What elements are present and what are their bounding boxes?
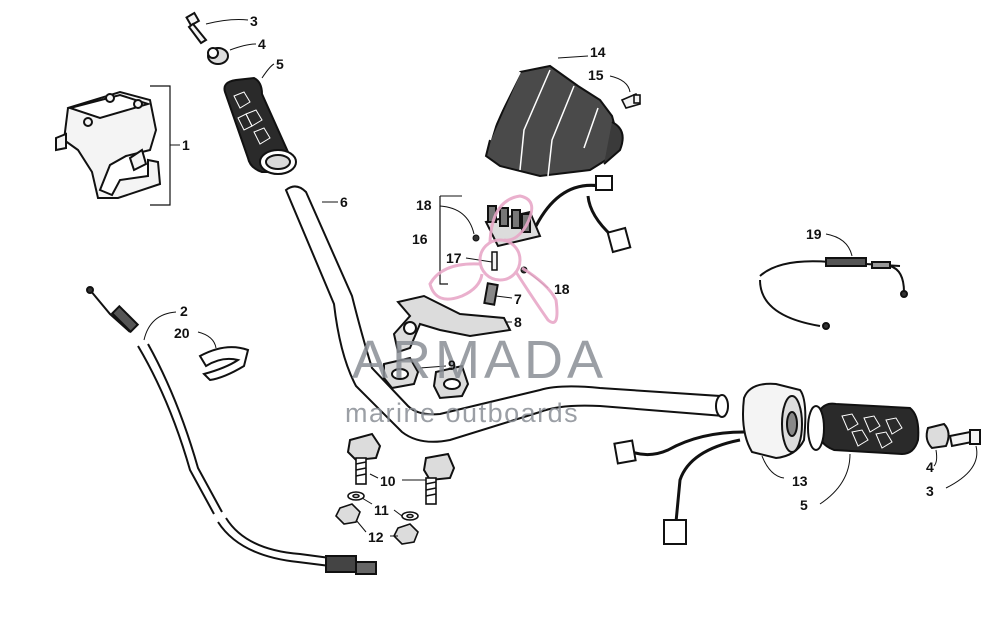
windshield-screw-part [620,92,642,109]
callout-8: 8 [514,314,522,330]
callout-12: 12 [368,529,384,545]
callout-16: 16 [412,231,428,247]
callout-4-top: 4 [258,36,266,52]
leader-lines-2-20 [143,311,217,349]
throttle-cable-part [86,286,377,575]
callout-15: 15 [588,67,604,83]
right-connectors-part [613,439,687,545]
windshield-part [484,64,624,178]
end-cap-right-part [925,422,950,450]
callout-18-top: 18 [416,197,432,213]
washers-part [347,491,419,521]
callout-20: 20 [174,325,190,341]
mount-plate-part [392,282,512,354]
end-cap-top-part [207,47,229,65]
bracket-16 [439,196,448,285]
callout-10: 10 [380,473,396,489]
callout-18-right: 18 [554,281,570,297]
callout-3-bottom: 3 [926,483,934,499]
right-wiring-part [631,430,745,523]
pin-17 [491,251,498,271]
leader-13 [761,455,785,479]
leader-lines-windshield [557,55,631,93]
clamp-bolts-part [355,457,437,505]
callout-6: 6 [340,194,348,210]
handlebar-part [284,185,729,443]
callout-17: 17 [446,250,462,266]
right-switch-housing-part [742,382,807,460]
callout-11: 11 [374,502,389,518]
leader-lines-10-12 [355,473,426,537]
callout-3-top: 3 [250,13,258,29]
screw-right-part [948,429,981,448]
callout-5-top: 5 [276,56,284,72]
grip-top-part [223,76,297,175]
callout-14: 14 [590,44,606,60]
leader-lines-right [819,445,978,505]
cable-strap-part [198,346,250,382]
brand-name: ARMADA [352,330,608,390]
leader-lines-top [205,19,275,79]
callout-9: 9 [448,357,456,373]
callout-2: 2 [180,303,188,319]
leader-19 [825,233,853,257]
callout-5-bottom: 5 [800,497,808,513]
callout-19: 19 [806,226,822,242]
brand-logo-mark [428,194,559,324]
upper-clamps-part [383,356,470,400]
callout-7: 7 [514,291,522,307]
callout-4-bottom: 4 [926,459,934,475]
grip-right-part [807,402,920,456]
leader-9 [419,365,447,369]
cable-19-part [759,257,908,330]
lower-clamps-part [346,432,456,482]
callout-13: 13 [792,473,808,489]
screw-top-part [185,11,208,45]
leader-lines-7-8 [495,295,513,323]
leader-18-top [439,205,475,235]
callout-1: 1 [182,137,190,153]
brand-tagline: marine outboards [345,398,580,428]
throttle-housing-part [55,90,162,199]
